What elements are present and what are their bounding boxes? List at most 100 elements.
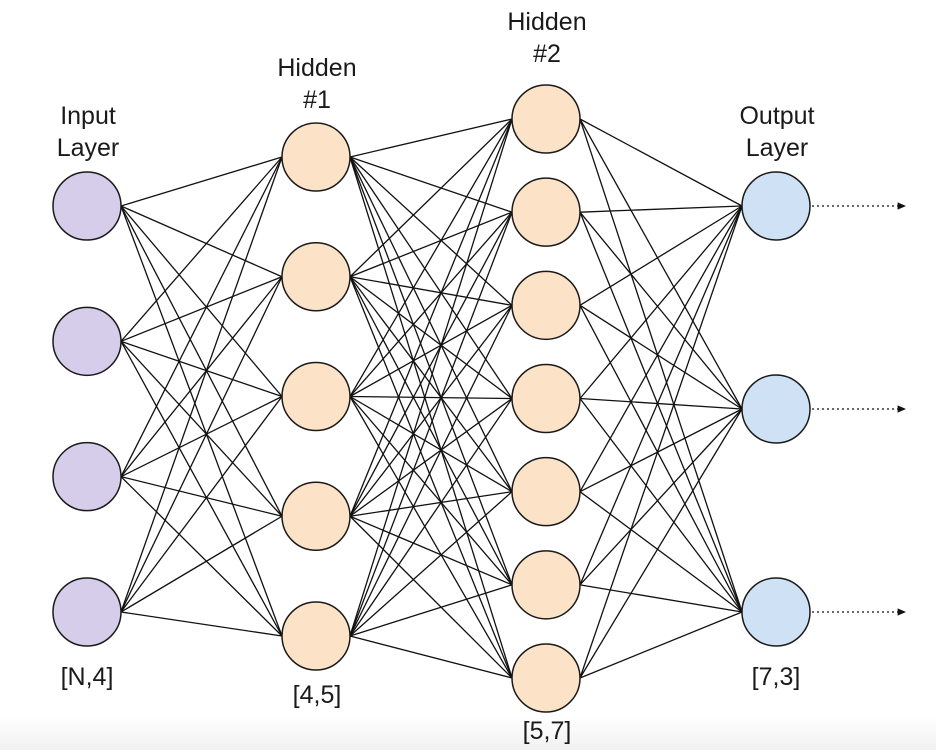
hidden2-node-1 — [511, 84, 581, 154]
edge-input-1-to-hidden1-3 — [120, 205, 283, 397]
edge-hidden2-3-to-output-2 — [579, 304, 743, 410]
edge-hidden1-1-to-hidden2-6 — [349, 156, 513, 586]
edge-input-3-to-hidden1-4 — [120, 476, 283, 517]
edge-hidden1-4-to-hidden2-2 — [349, 211, 513, 517]
hidden1-node-4 — [281, 481, 351, 551]
edge-hidden1-2-to-hidden2-7 — [349, 276, 513, 679]
output-layer-title: Output Layer — [739, 102, 815, 162]
edge-hidden1-5-to-hidden2-1 — [349, 118, 513, 637]
edge-hidden1-4-to-hidden2-5 — [349, 491, 513, 517]
connections — [120, 118, 743, 679]
edge-hidden2-7-to-output-3 — [579, 611, 743, 679]
edge-input-3-to-hidden1-1 — [120, 156, 283, 477]
output-shape-label: [7,3] — [751, 663, 801, 691]
edge-hidden2-4-to-output-3 — [579, 398, 743, 613]
bottom-gradient-strip — [0, 716, 936, 750]
edge-hidden1-3-to-hidden2-7 — [349, 396, 513, 679]
hidden1-node-3 — [281, 361, 351, 432]
hidden2-layer-title: Hidden #2 — [507, 8, 587, 68]
edge-hidden1-3-to-hidden2-2 — [349, 211, 513, 397]
edge-hidden2-3-to-output-3 — [579, 305, 743, 613]
edge-hidden2-7-to-output-2 — [579, 408, 743, 679]
edge-hidden2-1-to-output-3 — [579, 118, 743, 613]
hidden2-node-7 — [511, 643, 581, 713]
edge-hidden1-5-to-hidden2-7 — [349, 635, 513, 679]
edge-hidden1-1-to-hidden2-1 — [349, 118, 513, 158]
edge-hidden2-4-to-output-2 — [579, 397, 743, 410]
edge-input-4-to-hidden1-5 — [120, 611, 283, 637]
edge-hidden1-4-to-hidden2-6 — [349, 515, 513, 586]
hidden2-node-5 — [511, 456, 581, 527]
edge-hidden1-3-to-hidden2-1 — [349, 118, 513, 397]
edge-input-1-to-hidden1-1 — [120, 156, 283, 207]
edge-hidden1-3-to-hidden2-6 — [349, 396, 513, 586]
edge-hidden2-2-to-output-3 — [579, 211, 743, 613]
edge-hidden1-2-to-hidden2-2 — [349, 211, 513, 278]
hidden1-layer-title: Hidden #1 — [277, 54, 357, 114]
input-node-4 — [52, 577, 122, 647]
edge-hidden2-4-to-output-1 — [579, 205, 743, 399]
edge-hidden1-2-to-hidden2-6 — [349, 276, 513, 586]
edge-input-1-to-hidden1-2 — [120, 205, 283, 278]
edge-hidden1-1-to-hidden2-3 — [349, 156, 513, 306]
edge-hidden1-1-to-hidden2-7 — [349, 156, 513, 679]
edge-hidden1-1-to-hidden2-2 — [349, 156, 513, 213]
output-arrows — [812, 202, 906, 616]
edge-hidden1-3-to-hidden2-4 — [349, 395, 513, 400]
edge-hidden1-5-to-hidden2-5 — [349, 491, 513, 637]
edge-input-2-to-hidden1-1 — [120, 156, 283, 342]
hidden2-shape-label: [5,7] — [522, 717, 572, 745]
edge-input-4-to-hidden1-1 — [120, 156, 283, 613]
edge-input-3-to-hidden1-2 — [120, 276, 283, 478]
edge-hidden2-1-to-output-1 — [579, 118, 743, 207]
edge-input-2-to-hidden1-4 — [120, 340, 283, 517]
edge-hidden1-2-to-hidden2-4 — [349, 276, 513, 400]
edge-hidden1-4-to-hidden2-3 — [349, 304, 513, 517]
edge-input-1-to-hidden1-4 — [120, 205, 283, 517]
edge-hidden2-1-to-output-2 — [579, 118, 743, 410]
edge-input-3-to-hidden1-5 — [120, 476, 283, 637]
hidden1-node-2 — [281, 242, 351, 312]
neurons — [52, 84, 811, 713]
edge-hidden2-5-to-output-2 — [579, 408, 743, 493]
hidden1-shape-label: [4,5] — [292, 681, 342, 709]
edge-hidden1-4-to-hidden2-1 — [349, 118, 513, 517]
edge-hidden1-5-to-hidden2-4 — [349, 398, 513, 637]
edge-input-2-to-hidden1-2 — [120, 276, 283, 342]
output-node-1 — [741, 171, 811, 241]
hidden1-node-5 — [281, 601, 351, 671]
edge-hidden1-5-to-hidden2-6 — [349, 584, 513, 637]
edge-input-1-to-hidden1-5 — [120, 205, 283, 637]
edge-hidden1-2-to-hidden2-5 — [349, 276, 513, 493]
output-node-3 — [741, 577, 811, 647]
hidden2-node-6 — [511, 550, 581, 620]
output-node-2 — [741, 374, 811, 444]
hidden2-node-2 — [511, 177, 581, 247]
edge-hidden1-2-to-hidden2-1 — [349, 118, 513, 278]
edge-hidden1-1-to-hidden2-4 — [349, 156, 513, 399]
edge-hidden2-6-to-output-2 — [579, 408, 743, 586]
edge-hidden2-2-to-output-2 — [579, 211, 743, 410]
edge-input-4-to-hidden1-2 — [120, 276, 283, 613]
edge-hidden1-4-to-hidden2-7 — [349, 515, 513, 679]
input-layer-title: Input Layer — [56, 102, 120, 162]
edge-hidden2-5-to-output-3 — [579, 491, 743, 613]
edge-hidden2-3-to-output-1 — [579, 205, 743, 306]
edge-hidden1-2-to-hidden2-3 — [349, 276, 513, 306]
input-node-2 — [52, 306, 122, 377]
input-node-1 — [52, 171, 122, 241]
edge-input-4-to-hidden1-3 — [120, 396, 283, 613]
hidden2-node-4 — [511, 363, 581, 434]
hidden1-node-1 — [281, 122, 351, 192]
edge-input-4-to-hidden1-4 — [120, 515, 283, 613]
edge-hidden1-1-to-hidden2-5 — [349, 156, 513, 492]
edge-hidden2-6-to-output-3 — [579, 584, 743, 613]
edge-hidden1-4-to-hidden2-4 — [349, 397, 513, 517]
edge-input-2-to-hidden1-5 — [120, 341, 283, 637]
edge-hidden1-3-to-hidden2-5 — [349, 395, 513, 493]
edge-input-2-to-hidden1-3 — [120, 340, 283, 398]
edge-hidden1-5-to-hidden2-2 — [349, 211, 513, 637]
hidden2-node-3 — [511, 270, 581, 341]
edge-hidden1-3-to-hidden2-3 — [349, 304, 513, 398]
